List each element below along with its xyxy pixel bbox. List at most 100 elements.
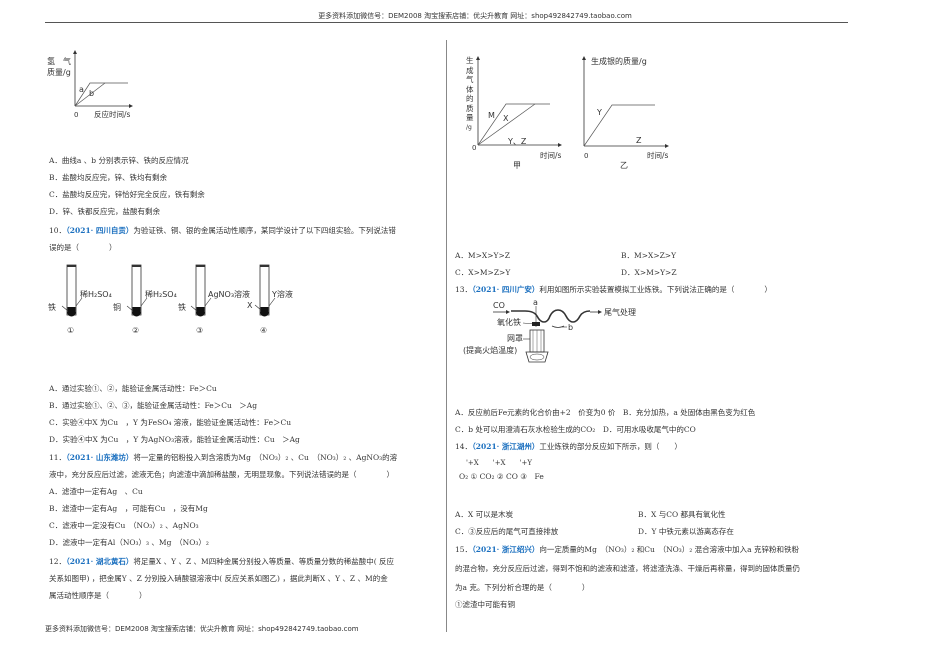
q9-ylabel-2: 质量/g (47, 68, 71, 77)
apparatus-b: b (568, 323, 573, 332)
chart-yi: 生成银的质量/g Y Z 0 时间/s 乙 (582, 56, 669, 170)
tube-1: 铁 稀H₂SO₄ ① (48, 264, 112, 335)
jia-xlabel: 时间/s (540, 150, 562, 160)
apparatus-exhaust: 尾气处理 (604, 307, 636, 317)
q14-option-c: C．③反应后的尾气可直接排放 (455, 527, 559, 536)
apparatus-co: CO (493, 301, 505, 310)
tube-3-solution: AgNO₃溶液 (208, 289, 250, 299)
tube-4: X Y溶液 ④ (247, 264, 293, 335)
tube-3: 铁 AgNO₃溶液 ③ (178, 264, 250, 335)
q13-number: 13． (455, 285, 473, 294)
jia-ylabel: 生 成 气 体 的 质 量 /g (466, 56, 474, 131)
tube-2: 铜 稀H₂SO₄ ② (113, 264, 177, 335)
apparatus-iron-oxide: 氧化铁 (497, 317, 521, 327)
q12-stem-line3: 属活动性顺序是（ ） (49, 591, 147, 600)
yi-caption: 乙 (620, 161, 628, 170)
q9-option-a: A．曲线a 、b 分别表示锌、铁的反应情况 (49, 156, 189, 165)
q11-stem: 将一定量的铝粉投入到含溶质为Mg （NO₃）₂ 、Cu （NO₃）₂ 、AgNO… (133, 453, 398, 462)
q11-option-d: D．滤液中一定有Al（NO₃）₃ 、Mg （NO₃）₂ (49, 538, 209, 547)
jia-label-x: X (503, 114, 509, 123)
q15-number: 15． (455, 545, 473, 554)
q15-item-1: ①滤渣中可能有铜 (455, 600, 515, 609)
jia-caption: 甲 (513, 161, 521, 170)
q12-option-c: C．X>M>Z>Y (455, 268, 511, 277)
q9-curve-b-label: b (89, 89, 94, 98)
apparatus-note: (提高火焰温度) (463, 345, 517, 355)
tube-4-solution: Y溶液 (271, 289, 293, 299)
q10-option-c: C．实验④中X 为Cu ，Y 为FeSO₄ 溶液，能验证金属活动性：Fe＞Cu (49, 418, 292, 427)
tube-1-metal: 铁 (48, 302, 56, 312)
apparatus-mesh: 网罩 (507, 334, 523, 343)
q10-option-d: D．实验④中X 为Cu ，Y 为AgNO₃溶液，能验证金属活动性：Cu ＞Ag (49, 435, 300, 444)
header-rule (45, 22, 848, 23)
tube-3-number: ③ (196, 326, 203, 335)
yi-ylabel: 生成银的质量/g (591, 56, 647, 66)
q10-stem-line1: 10．（2021· 四川自贡）为验证铁、铜、银的金属活动性顺序，某同学设计了以下… (49, 226, 396, 236)
q12-stem-line1: 12．（2021· 湖北黄石）将足量X 、Y 、Z 、M四种金属分别投入等质量、… (49, 557, 394, 567)
q15-source: （2021· 浙江绍兴） (472, 545, 540, 554)
q12-option-b: B．M>X>Z>Y (621, 251, 677, 260)
tube-4-metal: X (247, 301, 253, 310)
q9-origin: 0 (74, 111, 78, 119)
q9-option-d: D．锌、铁都反应完，盐酸有剩余 (49, 207, 161, 216)
q9-option-b: B．盐酸均反应完，锌、铁均有剩余 (49, 173, 168, 182)
q13-options-line2: C．b 处可以用澄清石灰水检验生成的CO₂ D．可用水吸收尾气中的CO (455, 425, 696, 434)
q10-stem-line2: 误的是（ ） (49, 243, 117, 252)
q12-option-a: A．M>X>Y>Z (455, 251, 510, 260)
page-footer: 更多资料添加微信号：DEM2008 淘宝搜索店铺：优尖升教育 网址：shop49… (45, 625, 359, 633)
q9-ylabel-1: 氢 气 (47, 57, 71, 66)
q12-stem: 将足量X 、Y 、Z 、M四种金属分别投入等质量、等质量分数的稀盐酸中( 反应 (133, 557, 395, 566)
q14-reaction-conditions: '+X '+X '+Y (466, 459, 532, 467)
tube-1-number: ① (67, 326, 74, 335)
q15-stem-line1: 15．（2021· 浙江绍兴）向一定质量的Mg （NO₃）₂ 和Cu （NO₃）… (455, 545, 800, 554)
jia-label-m: M (488, 111, 495, 120)
tube-1-solution: 稀H₂SO₄ (80, 289, 112, 299)
q11-option-c: C．滤液中一定没有Cu （NO₃）₂ 、AgNO₃ (49, 521, 199, 530)
q9-chart-svg: a b 0 反应时间/s (73, 50, 133, 119)
apparatus-a: a (533, 298, 538, 307)
yi-origin: 0 (584, 152, 588, 160)
q12-source: （2021· 湖北黄石） (66, 557, 134, 566)
q15-stem-line3: 为a 克。下列分析合理的是（ ） (455, 583, 590, 592)
yi-label-z: Z (636, 136, 642, 145)
q11-number: 11． (49, 453, 67, 462)
q9-xlabel: 反应时间/s (94, 109, 131, 119)
tube-2-metal: 铜 (113, 302, 121, 312)
q9-curve-a-label: a (79, 85, 84, 94)
q10-option-a: A．通过实验①、②，能验证金属活动性：Fe＞Cu (49, 384, 217, 393)
q11-stem-line1: 11．（2021· 山东潍坊）将一定量的铝粉投入到含溶质为Mg （NO₃）₂ 、… (49, 453, 397, 463)
tube-2-number: ② (132, 326, 139, 335)
yi-label-y: Y (596, 108, 602, 117)
q11-option-a: A．滤渣中一定有Ag 、Cu (49, 487, 143, 496)
q11-option-b: B．滤渣中一定有Ag ，可能有Cu ，没有Mg (49, 504, 208, 513)
tube-3-metal: 铁 (178, 302, 186, 312)
q14-option-a: A．X 可以是木炭 (455, 510, 514, 519)
q10-number: 10． (49, 226, 67, 235)
q10-source: （2021· 四川自贡） (66, 226, 134, 235)
q11-source: （2021· 山东潍坊） (66, 453, 134, 462)
q14-option-d: D．Y 中铁元素以游离态存在 (638, 527, 734, 536)
jia-origin: 0 (472, 144, 476, 152)
q13-source: （2021· 四川广安） (472, 285, 540, 294)
q10-stem: 为验证铁、铜、银的金属活动性顺序，某同学设计了以下四组实验。下列说法错 (133, 226, 396, 235)
q12-stem-line2: 关系如图甲) ，把金属Y 、Z 分别投入硝酸银溶液中( 反应关系如图乙) ，据此… (49, 574, 388, 583)
q9-option-c: C．盐酸均反应完，锌恰好完全反应，铁有剩余 (49, 190, 205, 199)
q10-option-b: B．通过实验①、②、③，能验证金属活动性：Fe＞Cu ＞Ag (49, 401, 258, 410)
tube-4-number: ④ (260, 326, 267, 335)
q14-reaction-chain: O₂ ① CO₂ ② CO ③ Fe (459, 472, 544, 481)
q14-option-b: B．X 与CO 都具有氧化性 (638, 510, 726, 519)
q13-options-line1: A．反应前后Fe元素的化合价由+2 价变为0 价 B．充分加热，a 处固体由黑色… (455, 408, 756, 417)
q14-source: （2021· 浙江湖州） (472, 442, 540, 451)
q12-option-d: D．X>M>Y>Z (621, 268, 677, 277)
q14-number: 14． (455, 442, 473, 451)
page-header: 更多资料添加微信号：DEM2008 淘宝搜索店铺：优尖升教育 网址：shop49… (318, 12, 632, 20)
column-divider (446, 40, 447, 632)
q12-number: 12． (49, 557, 67, 566)
yi-xlabel: 时间/s (647, 150, 669, 160)
q13-stem: 13．（2021· 四川广安）利用如图所示实验装置模拟工业炼铁。下列说法正确的是… (455, 285, 772, 294)
tube-2-solution: 稀H₂SO₄ (145, 289, 177, 299)
chart-jia: M X Y、Z 0 时间/s 甲 (472, 56, 562, 170)
jia-label-yz: Y、Z (507, 137, 527, 146)
q15-stem-line2: 的混合物，充分反应后过滤，得到不饱和的滤液和滤渣，将滤渣洗涤、干燥后再称量，得到… (455, 564, 800, 573)
q11-stem-line2: 液中，充分反应后过滤，滤液无色；向滤渣中滴加稀盐酸，无明显现象。下列说法错误的是… (49, 470, 394, 479)
